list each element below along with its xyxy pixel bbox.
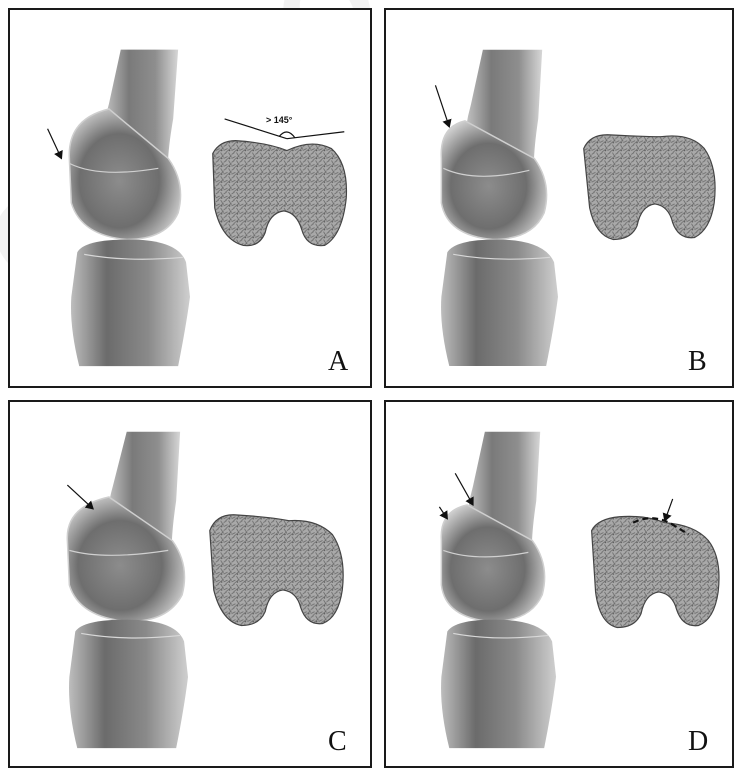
trochlea-shape [213,141,347,246]
knee-lateral-illustration-a [10,10,370,386]
trochlea-shape [584,135,715,240]
knee-lateral-illustration-b [386,10,732,386]
tibia [441,620,556,749]
knee-lateral-illustration-d [386,402,732,766]
arrow-indicator-long [455,473,473,505]
panel-label-b: B [688,348,707,376]
arrow-indicator-trochlea [665,499,673,521]
panel-c: C [8,400,372,768]
panel-a: > 145° A [8,8,372,388]
arrow-indicator [435,85,449,127]
angle-line-right [287,132,344,139]
trochlea-shape [592,516,719,627]
arrow-indicator [67,485,93,509]
panel-label-d: D [688,728,708,756]
knee-lateral-illustration-c [10,402,370,766]
panel-label-a: A [328,348,348,376]
panel-b: B [384,8,734,388]
tibia [69,620,188,749]
trochlea-shape [210,515,343,626]
arrow-indicator-short [439,507,447,519]
panel-label-c: C [328,728,347,756]
arrow-indicator [48,129,62,159]
angle-annotation: > 145° [266,115,292,125]
panel-d: D [384,400,734,768]
